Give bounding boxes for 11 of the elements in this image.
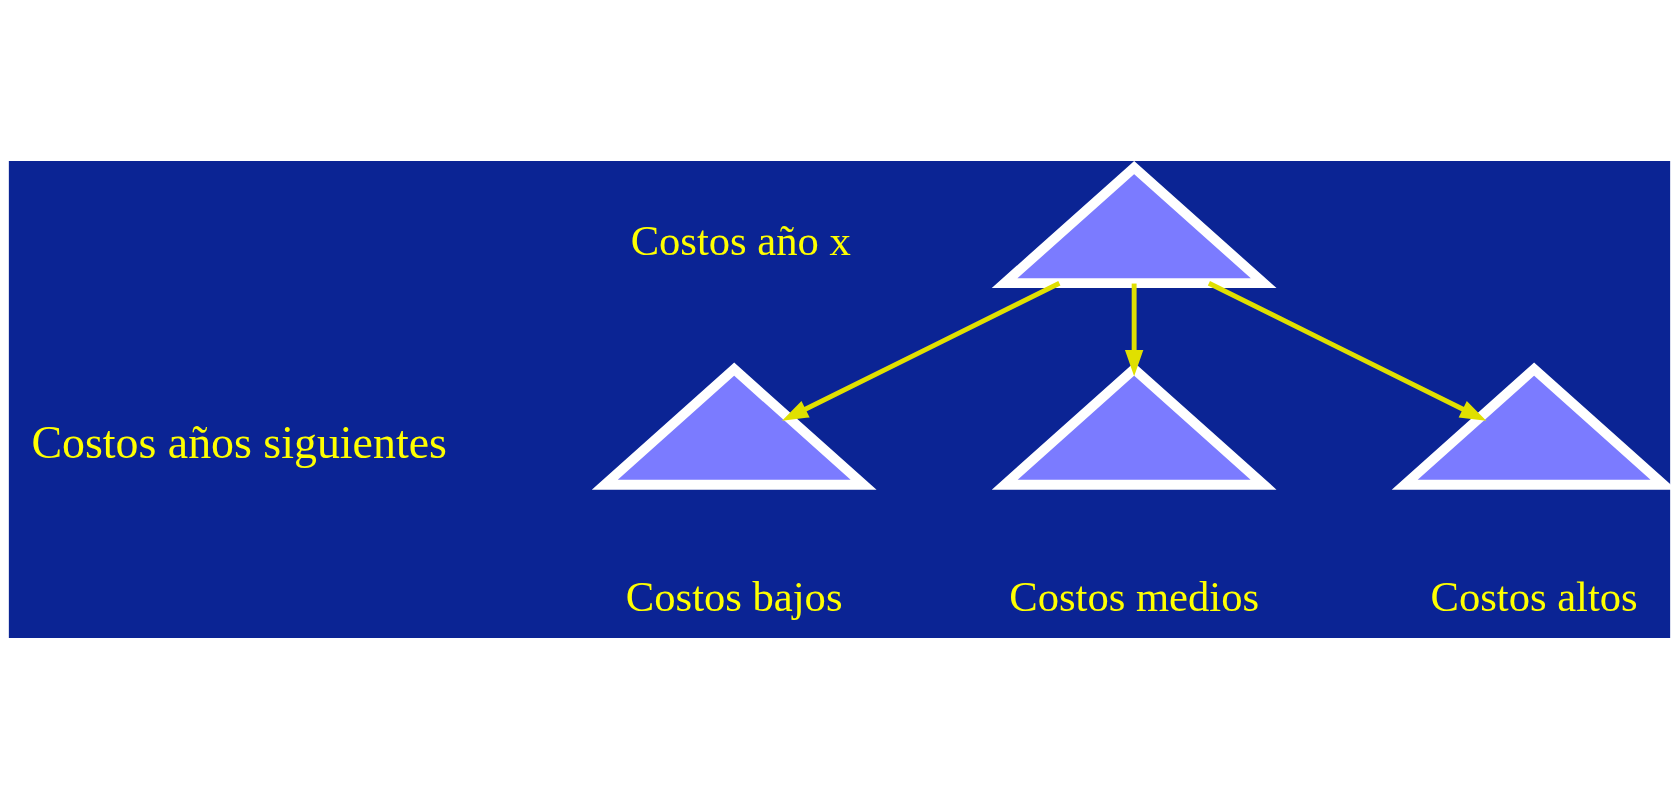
node-picture	[591, 362, 877, 490]
node-picture	[991, 161, 1277, 289]
node-label: Costos medios	[1009, 573, 1260, 621]
arrow	[1124, 283, 1144, 377]
node-label: Costos bajos	[625, 573, 843, 621]
node-label: Costos año x	[630, 216, 851, 264]
node-picture	[1391, 362, 1671, 490]
label: Costos años siguientes	[31, 416, 447, 468]
node-label: Costos altos	[1430, 573, 1638, 621]
arrow	[1207, 281, 1487, 421]
arrow	[782, 281, 1061, 421]
